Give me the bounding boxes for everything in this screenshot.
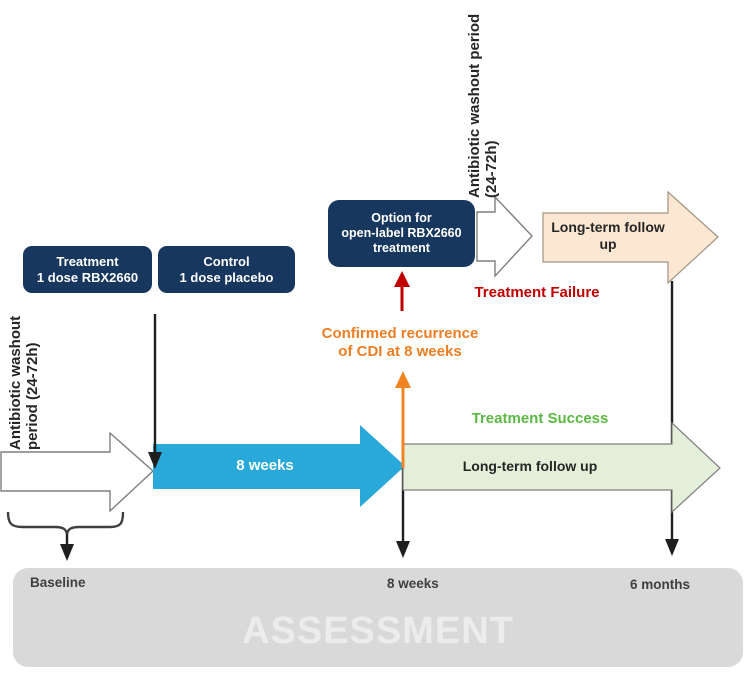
open-label-option-line3: treatment bbox=[373, 241, 430, 256]
recurrence-note-line1: Confirmed recurrence bbox=[321, 325, 479, 342]
control-arm-line2: 1 dose placebo bbox=[179, 269, 274, 285]
followup-success-arrow bbox=[402, 421, 721, 514]
open-label-arrowhead-icon bbox=[394, 271, 410, 287]
followup-success-label: Long-term follow up bbox=[462, 458, 598, 474]
baseline-arrowhead-icon bbox=[60, 544, 74, 561]
open-label-option-line1: Option for bbox=[371, 210, 432, 225]
timepoint-8-weeks: 8 weeks bbox=[387, 576, 439, 591]
randomization-arrowhead-icon bbox=[148, 452, 162, 469]
control-arm-line1: Control bbox=[203, 253, 250, 269]
recurrence-note: Confirmed recurrence of CDI at 8 weeks bbox=[310, 325, 490, 361]
timepoint-baseline: Baseline bbox=[30, 575, 86, 590]
assessment-bar: ASSESSMENT bbox=[13, 568, 743, 667]
assessment-arrowhead-6-months-icon bbox=[665, 539, 679, 556]
eight-weeks-arrow-label: 8 weeks bbox=[236, 457, 294, 474]
washout-note-top: Antibiotic washout period (24-72h) bbox=[466, 0, 500, 198]
treatment-success-label: Treatment Success bbox=[471, 410, 609, 427]
washout-brace-icon bbox=[6, 511, 125, 535]
timepoint-6-months: 6 months bbox=[630, 577, 691, 592]
washout-note-left-line1: Antibiotic washout bbox=[7, 315, 24, 450]
treatment-arm-line1: Treatment bbox=[56, 253, 119, 269]
recurrence-note-line2: of CDI at 8 weeks bbox=[338, 343, 462, 360]
washout-note-left-line2: period (24-72h) bbox=[24, 342, 41, 450]
followup-failure-line1: Long-term follow bbox=[551, 219, 665, 235]
control-arm-box: Control 1 dose placebo bbox=[158, 246, 295, 293]
treatment-arm-box: Treatment 1 dose RBX2660 bbox=[23, 246, 152, 293]
followup-failure-arrow bbox=[542, 190, 719, 285]
followup-failure-label: Long-term follow up bbox=[545, 219, 671, 253]
assessment-title: ASSESSMENT bbox=[242, 610, 514, 652]
washout-arrow-left bbox=[0, 431, 155, 513]
open-label-option-box: Option for open-label RBX2660 treatment bbox=[328, 200, 475, 267]
assessment-arrowhead-8-weeks-icon bbox=[396, 541, 410, 558]
washout-note-left: Antibiotic washout period (24-72h) bbox=[7, 300, 41, 450]
followup-failure-line2: up bbox=[599, 236, 617, 252]
washout-note-top-line2: (24-72h) bbox=[483, 140, 500, 198]
washout-note-top-line1: Antibiotic washout period bbox=[466, 13, 483, 198]
washout-arrow-failure bbox=[476, 195, 533, 278]
recurrence-arrowhead-icon bbox=[395, 371, 411, 388]
treatment-failure-label: Treatment Failure bbox=[474, 284, 600, 301]
treatment-arm-line2: 1 dose RBX2660 bbox=[36, 269, 139, 285]
eight-weeks-arrow bbox=[153, 425, 405, 507]
open-label-option-line2: open-label RBX2660 bbox=[341, 225, 462, 240]
